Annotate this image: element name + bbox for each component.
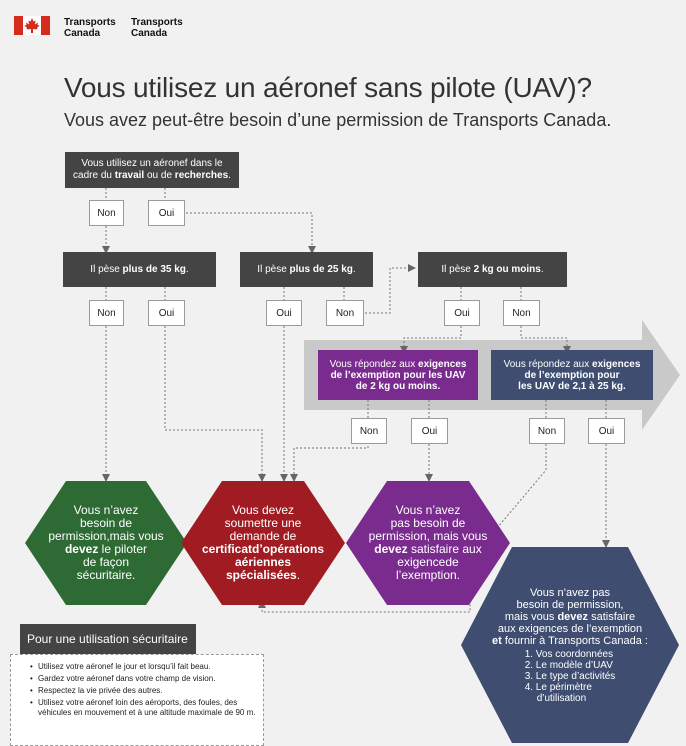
list-item: 3. Le type d’activités bbox=[524, 670, 616, 682]
list-item: Utilisez votre aéronef loin des aéroport… bbox=[30, 698, 257, 718]
answer-yes-35kg: Oui bbox=[148, 300, 185, 326]
answer-no-2kg-exemption: Non bbox=[351, 418, 387, 444]
list-item: Utilisez votre aéronef le jour et lorsqu… bbox=[30, 662, 257, 672]
required-info-list: 1. Vos coordonnées 2. Le modèle d’UAV 3.… bbox=[525, 649, 616, 704]
answer-yes-work: Oui bbox=[148, 200, 185, 226]
condition-25kg-exemption: Vous répondez aux exigences de l’exempti… bbox=[491, 350, 653, 400]
result-navy-hexagon: Vous n’avez pas besoin de permission, ma… bbox=[460, 546, 680, 744]
list-item: Gardez votre aéronef dans votre champ de… bbox=[30, 674, 257, 684]
canada-flag-icon bbox=[14, 16, 50, 35]
answer-no-25kg-exemption: Non bbox=[529, 418, 565, 444]
answer-no-work: Non bbox=[89, 200, 124, 226]
question-over-35kg: Il pèse plus de 35 kg. bbox=[63, 252, 216, 287]
safety-tips-box: Utilisez votre aéronef le jour et lorsqu… bbox=[10, 654, 264, 746]
page-subtitle: Vous avez peut-être besoin d’une permiss… bbox=[64, 110, 612, 130]
list-item: 4. Le périmètre bbox=[524, 681, 592, 693]
result-purple-hexagon: Vous n’avez pas besoin de permission, ma… bbox=[345, 480, 511, 606]
safety-heading: Pour une utilisation sécuritaire bbox=[20, 624, 196, 654]
answer-no-35kg: Non bbox=[89, 300, 124, 326]
result-green-hexagon: Vous n’avez besoin de permission,mais vo… bbox=[24, 480, 188, 606]
answer-yes-25kg: Oui bbox=[266, 300, 302, 326]
list-item: d’utilisation bbox=[536, 692, 587, 704]
page-title: Vous utilisez un aéronef sans pilote (UA… bbox=[64, 72, 592, 103]
answer-no-2kg: Non bbox=[503, 300, 540, 326]
list-item: 2. Le modèle d’UAV bbox=[524, 659, 613, 671]
list-item: 1. Vos coordonnées bbox=[524, 648, 614, 660]
question-2kg-or-less: Il pèse 2 kg ou moins. bbox=[418, 252, 567, 287]
question-work-research: Vous utilisez un aéronef dans le cadre d… bbox=[65, 152, 239, 188]
answer-no-25kg: Non bbox=[326, 300, 364, 326]
question-over-25kg: Il pèse plus de 25 kg. bbox=[240, 252, 373, 287]
answer-yes-25kg-exemption: Oui bbox=[588, 418, 625, 444]
answer-yes-2kg: Oui bbox=[444, 300, 480, 326]
answer-yes-2kg-exemption: Oui bbox=[411, 418, 448, 444]
result-red-hexagon: Vous devez soumettre une demande de cert… bbox=[180, 480, 346, 606]
list-item: Respectez la vie privée des autres. bbox=[30, 686, 257, 696]
condition-2kg-exemption: Vous répondez aux exigences de l’exempti… bbox=[318, 350, 478, 400]
